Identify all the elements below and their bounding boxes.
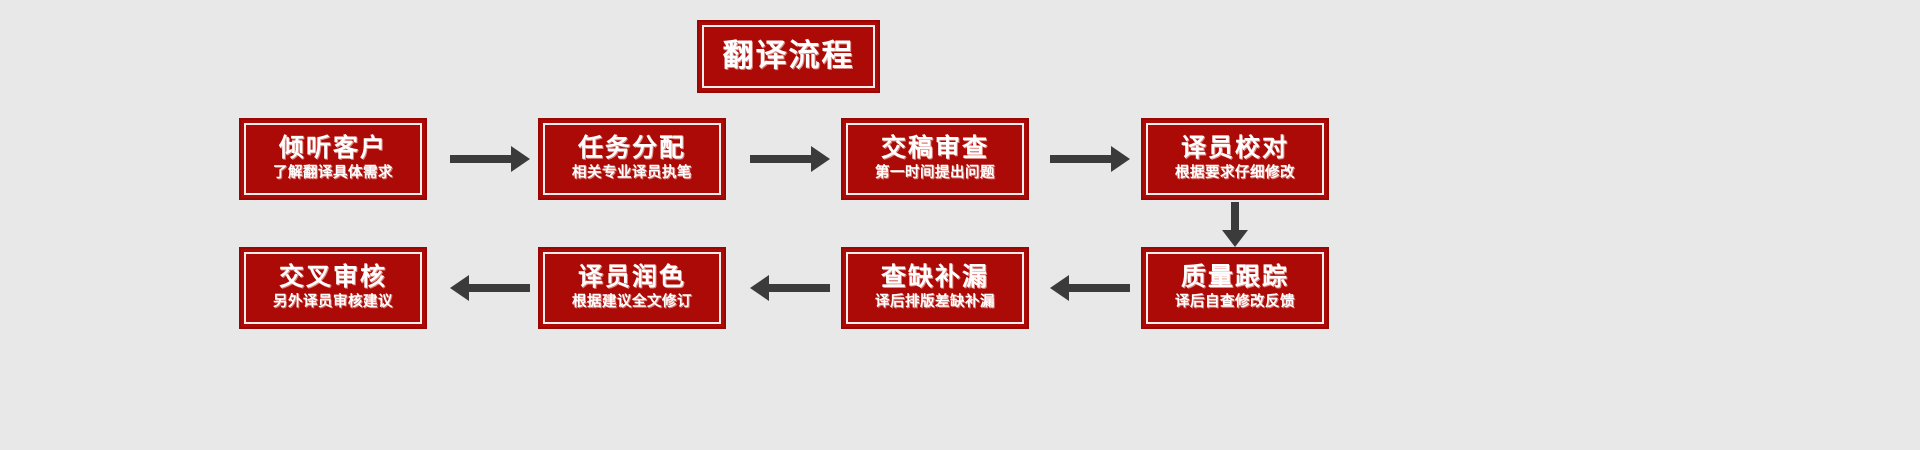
arrow-head	[1222, 230, 1248, 247]
step-subtitle: 另外译员审核建议	[273, 294, 393, 311]
arrow-shaft	[769, 284, 830, 292]
arrow-shaft	[469, 284, 530, 292]
step-box-inner-frame: 交叉审核 另外译员审核建议	[244, 252, 422, 324]
flowchart-title-box: 翻译流程	[697, 20, 880, 93]
step-box-gap-check[interactable]: 查缺补漏 译后排版差缺补漏	[841, 247, 1029, 329]
step-subtitle: 译后自查修改反馈	[1175, 294, 1295, 311]
arrow-head	[511, 146, 530, 172]
step-box-listen-to-client[interactable]: 倾听客户 了解翻译具体需求	[239, 118, 427, 200]
step-subtitle: 了解翻译具体需求	[273, 165, 393, 182]
step-box-inner-frame: 查缺补漏 译后排版差缺补漏	[846, 252, 1024, 324]
page-title: 翻译流程	[722, 38, 855, 74]
step-subtitle: 根据建议全文修订	[572, 294, 692, 311]
step-title: 交稿审查	[880, 133, 989, 163]
arrow-shaft	[1050, 155, 1111, 163]
step-box-quality-tracking[interactable]: 质量跟踪 译后自查修改反馈	[1141, 247, 1329, 329]
arrow-head	[450, 275, 469, 301]
arrow-shaft	[1069, 284, 1130, 292]
title-box-inner-frame: 翻译流程	[702, 25, 875, 88]
step-box-inner-frame: 译员润色 根据建议全文修订	[543, 252, 721, 324]
step-box-inner-frame: 质量跟踪 译后自查修改反馈	[1146, 252, 1324, 324]
step-box-translator-proofread[interactable]: 译员校对 根据要求仔细修改	[1141, 118, 1329, 200]
step-subtitle: 相关专业译员执笔	[572, 165, 692, 182]
arrow-head	[1050, 275, 1069, 301]
step-box-inner-frame: 任务分配 相关专业译员执笔	[543, 123, 721, 195]
step-box-inner-frame: 倾听客户 了解翻译具体需求	[244, 123, 422, 195]
step-box-inner-frame: 交稿审查 第一时间提出问题	[846, 123, 1024, 195]
step-title: 任务分配	[577, 133, 686, 163]
step-title: 译员校对	[1180, 133, 1289, 163]
arrow-shaft	[450, 155, 511, 163]
arrow-shaft	[750, 155, 811, 163]
step-title: 质量跟踪	[1180, 262, 1289, 292]
arrow-left-icon	[450, 275, 530, 301]
step-box-cross-review[interactable]: 交叉审核 另外译员审核建议	[239, 247, 427, 329]
arrow-head	[750, 275, 769, 301]
step-subtitle: 译后排版差缺补漏	[875, 294, 995, 311]
step-subtitle: 根据要求仔细修改	[1175, 165, 1295, 182]
step-box-draft-review[interactable]: 交稿审查 第一时间提出问题	[841, 118, 1029, 200]
arrow-right-icon	[1050, 146, 1130, 172]
step-subtitle: 第一时间提出问题	[875, 165, 995, 182]
arrow-head	[1111, 146, 1130, 172]
arrow-left-icon	[1050, 275, 1130, 301]
arrow-right-icon	[750, 146, 830, 172]
step-title: 译员润色	[577, 262, 686, 292]
step-box-translator-polish[interactable]: 译员润色 根据建议全文修订	[538, 247, 726, 329]
step-box-inner-frame: 译员校对 根据要求仔细修改	[1146, 123, 1324, 195]
step-title: 交叉审核	[278, 262, 387, 292]
arrow-right-icon	[450, 146, 530, 172]
arrow-head	[811, 146, 830, 172]
arrow-left-icon	[750, 275, 830, 301]
arrow-down-icon	[1222, 202, 1248, 247]
arrow-shaft	[1231, 202, 1239, 230]
step-title: 倾听客户	[278, 133, 387, 163]
step-title: 查缺补漏	[880, 262, 989, 292]
step-box-task-assignment[interactable]: 任务分配 相关专业译员执笔	[538, 118, 726, 200]
